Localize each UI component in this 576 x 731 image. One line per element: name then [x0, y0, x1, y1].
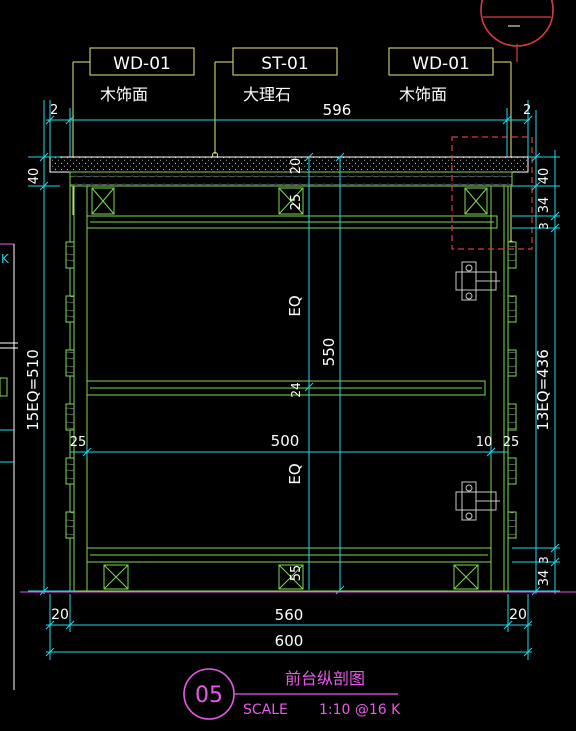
cleat-left-5	[65, 457, 75, 485]
material-tag-texts: WD-01 木饰面 ST-01 大理石 WD-01 木饰面	[100, 54, 470, 104]
hinge-lower	[455, 481, 500, 521]
cleat-left-3	[65, 349, 75, 377]
tag-material-2: 大理石	[243, 85, 291, 104]
dim-height-550: 550	[320, 338, 338, 367]
dim-eq-upper: EQ	[286, 295, 304, 316]
tag-code-3: WD-01	[412, 54, 470, 74]
cleat-right-6	[507, 511, 517, 539]
scale-label: SCALE	[243, 702, 288, 718]
dim-bottom-left-20: 20	[51, 607, 69, 623]
cleat-left-4	[65, 403, 75, 431]
dim-right-total: 13EQ=436	[534, 349, 552, 431]
dim-inner-55-bottom: 55	[289, 565, 304, 582]
dim-right-10: 10	[476, 435, 493, 450]
tag-material-1: 木饰面	[100, 85, 148, 104]
cleat-right-5	[507, 457, 517, 485]
left-edge-k-label: K	[1, 252, 10, 266]
top-dimension	[45, 100, 533, 157]
dim-inner-25-top: 25	[289, 194, 304, 211]
detail-callout-box	[451, 136, 533, 250]
section-callout-circle	[480, 0, 554, 62]
center-dimensions	[70, 152, 508, 595]
dim-right-34-bottom: 34	[537, 570, 552, 587]
dim-right-3-bottom: 3	[537, 556, 551, 564]
dim-bottom-560: 560	[275, 606, 304, 624]
dim-right-3-top: 3	[537, 222, 551, 230]
dim-inner-20: 20	[289, 158, 304, 175]
drawing-number-circle	[183, 668, 235, 720]
cleat-left-2	[65, 295, 75, 323]
dim-top-left: 2	[50, 103, 58, 118]
dim-left-25: 25	[70, 435, 87, 450]
material-tags	[72, 47, 514, 246]
support-blocks	[91, 187, 488, 590]
dim-bottom-right-20: 20	[509, 607, 527, 623]
cleat-right-3	[507, 349, 517, 377]
dim-right-40: 40	[537, 168, 552, 185]
cleat-right-1	[507, 241, 517, 269]
hinge-upper	[455, 261, 500, 301]
dim-top-right: 2	[523, 103, 531, 118]
dim-right-25: 25	[503, 435, 520, 450]
countertop	[49, 156, 529, 187]
cleat-left-1	[65, 241, 75, 269]
drawing-number: 05	[195, 683, 223, 708]
dim-left-40: 40	[27, 168, 42, 185]
cabinet-body	[69, 185, 509, 592]
dim-bottom-600: 600	[275, 632, 304, 650]
cleat-right-2	[507, 295, 517, 323]
left-edge-fragments: K	[0, 243, 18, 690]
dim-eq-lower: EQ	[286, 463, 304, 484]
dim-top-total: 596	[323, 101, 352, 119]
tag-code-2: ST-01	[261, 54, 308, 74]
dim-left-total: 15EQ=510	[24, 349, 42, 431]
bottom-dimensions	[45, 594, 533, 660]
cleat-left-6	[65, 511, 75, 539]
side-cleats	[65, 241, 517, 539]
dim-right-34-top: 34	[537, 197, 552, 214]
cleat-right-4	[507, 403, 517, 431]
scale-value: 1:10 @16 K	[319, 702, 401, 718]
left-dimension-chain	[28, 100, 76, 596]
drawing-title: 前台纵剖图	[285, 669, 365, 688]
dim-inner-24: 24	[289, 382, 303, 397]
dim-width-500: 500	[271, 432, 300, 450]
tag-code-1: WD-01	[113, 54, 171, 74]
right-dimension-chain	[508, 110, 560, 596]
tag-material-3: 木饰面	[399, 85, 447, 104]
title-block: 05 前台纵剖图 SCALE 1:10 @16 K	[183, 668, 401, 720]
